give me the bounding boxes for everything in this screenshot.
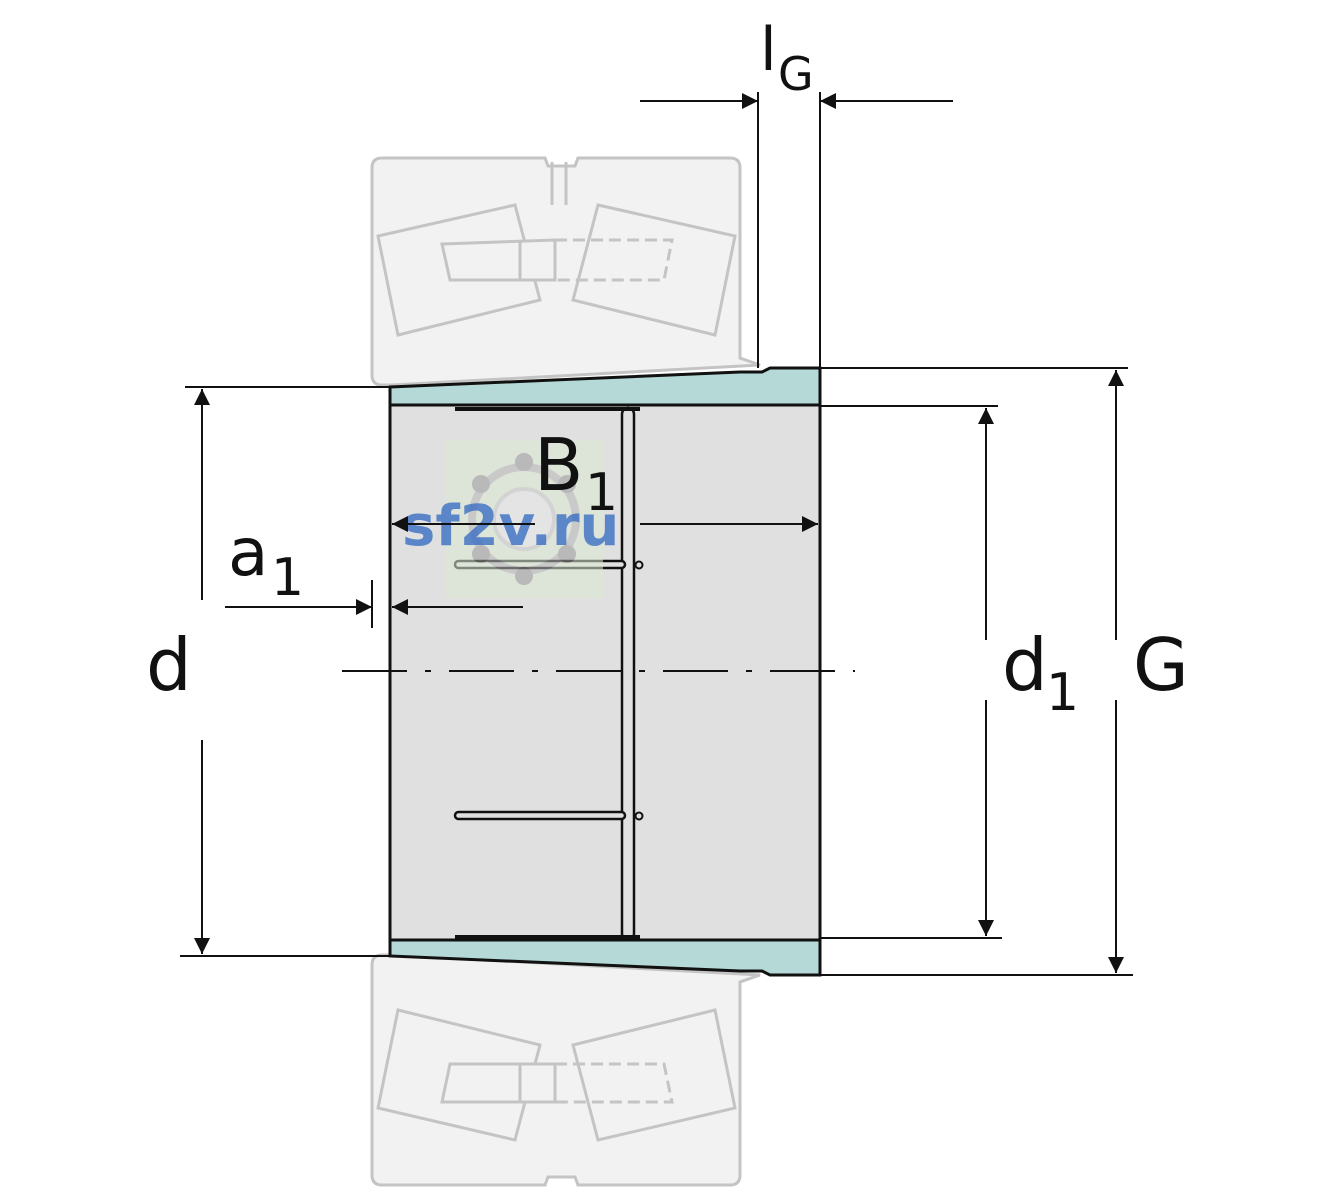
dimension-lG [640,92,953,368]
label-lG-main: l [760,15,777,85]
sleeve-lower-wall [388,938,822,977]
watermark-logo [445,440,603,598]
label-G: G [1133,623,1189,707]
label-a1-sub: 1 [271,548,304,608]
label-a1-main: a [228,514,268,591]
label-B1-main: B [534,423,583,507]
bearing-lower-rollers [376,1008,737,1142]
label-d1: d 1 [1002,623,1079,723]
dimension-d1 [820,405,1002,939]
dimension-G [820,367,1133,976]
watermark-text: sf2v.ru [402,494,619,559]
dimension-d [180,386,390,957]
label-B1-sub: 1 [585,463,618,523]
label-B1: B 1 [534,423,618,523]
label-lG-sub: G [778,47,814,101]
label-d1-main: d [1002,623,1048,707]
label-d1-sub: 1 [1046,663,1079,723]
bearing-upper-rollers [376,162,737,337]
label-a1: a 1 [228,514,304,608]
label-d: d [146,623,192,707]
sleeve-upper-wall [388,366,822,407]
sleeve-slot [620,406,636,942]
dimension-a1 [225,580,523,628]
label-lG: l G [760,15,814,101]
